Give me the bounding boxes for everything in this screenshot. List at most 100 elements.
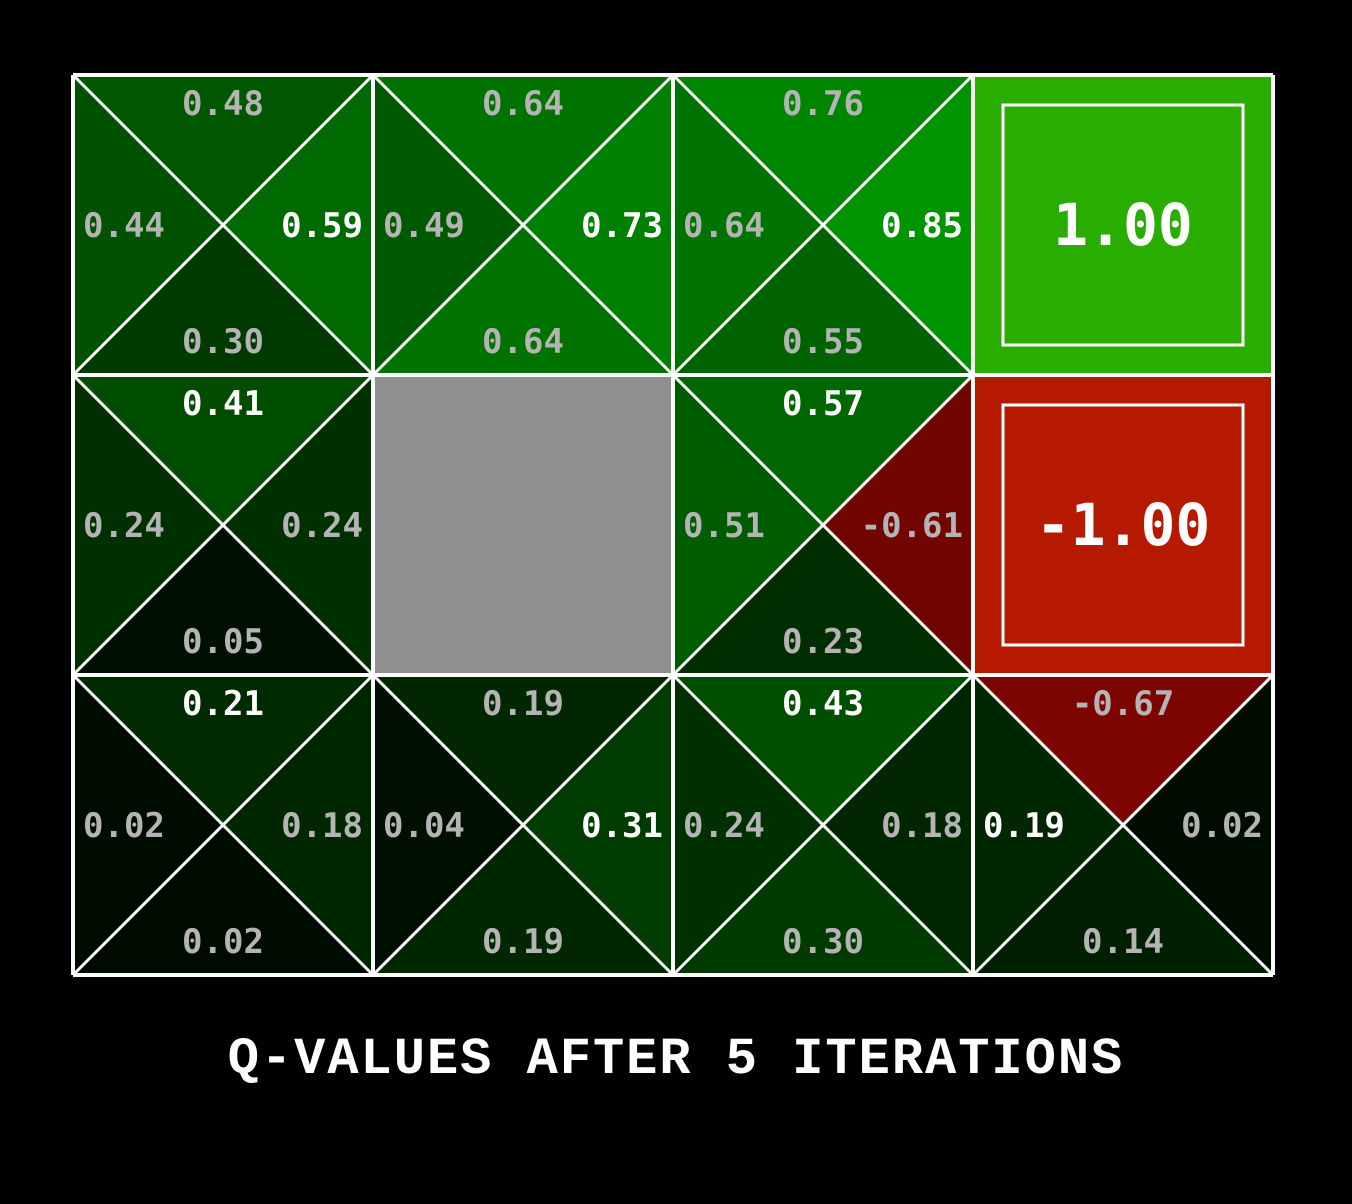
cell-r0c3: 1.00 bbox=[973, 75, 1273, 375]
wall-block bbox=[373, 375, 673, 675]
q-value-south: 0.02 bbox=[182, 922, 264, 962]
q-triangle-west bbox=[73, 375, 223, 675]
q-value-south: 0.14 bbox=[1082, 922, 1164, 962]
q-triangle-north bbox=[973, 675, 1273, 825]
q-triangle-south bbox=[673, 825, 973, 975]
q-triangle-south bbox=[373, 825, 673, 975]
q-value-south: 0.05 bbox=[182, 622, 264, 662]
q-triangle-south bbox=[673, 525, 973, 675]
q-value-west: 0.02 bbox=[83, 806, 165, 846]
q-triangle-east bbox=[1123, 675, 1273, 975]
q-value-north: 0.43 bbox=[782, 684, 864, 724]
q-triangle-south bbox=[73, 825, 373, 975]
q-triangle-east bbox=[523, 675, 673, 975]
diagonal-line bbox=[371, 73, 675, 377]
cell-r1c0: 0.41 0.05 0.24 0.24 bbox=[71, 373, 375, 677]
q-triangle-north bbox=[373, 675, 673, 825]
q-value-east: 0.73 bbox=[581, 206, 663, 246]
cell-r0c1: 0.64 0.64 0.49 0.73 bbox=[371, 73, 675, 377]
q-triangle-south bbox=[673, 225, 973, 375]
q-value-south: 0.23 bbox=[782, 622, 864, 662]
q-value-east: 0.18 bbox=[281, 806, 363, 846]
diagonal-line bbox=[371, 673, 675, 977]
cell-r2c0: 0.21 0.02 0.02 0.18 bbox=[71, 673, 375, 977]
terminal-value: 1.00 bbox=[1053, 191, 1193, 259]
q-value-west: 0.44 bbox=[83, 206, 165, 246]
q-triangle-west bbox=[73, 675, 223, 975]
q-triangle-north bbox=[73, 75, 373, 225]
q-value-east: 0.85 bbox=[881, 206, 963, 246]
diagonal-line bbox=[71, 373, 375, 677]
q-triangle-east bbox=[823, 375, 973, 675]
q-value-west: 0.04 bbox=[383, 806, 465, 846]
q-value-north: 0.21 bbox=[182, 684, 264, 724]
q-triangle-east bbox=[223, 75, 373, 375]
q-value-west: 0.64 bbox=[683, 206, 765, 246]
q-triangle-north bbox=[73, 675, 373, 825]
q-triangle-east bbox=[823, 75, 973, 375]
cell-r1c1 bbox=[373, 375, 673, 675]
diagonal-line bbox=[671, 373, 975, 677]
q-value-west: 0.49 bbox=[383, 206, 465, 246]
q-triangle-north bbox=[673, 675, 973, 825]
diagonal-line bbox=[71, 73, 375, 377]
q-value-south: 0.64 bbox=[482, 322, 564, 362]
q-value-south: 0.30 bbox=[782, 922, 864, 962]
q-value-west: 0.51 bbox=[683, 506, 765, 546]
diagonal-line bbox=[671, 73, 975, 377]
q-value-west: 0.24 bbox=[83, 506, 165, 546]
q-value-south: 0.55 bbox=[782, 322, 864, 362]
diagonal-line bbox=[71, 673, 375, 977]
q-value-north: 0.48 bbox=[182, 84, 264, 124]
pit-cell bbox=[973, 375, 1273, 675]
q-value-west: 0.24 bbox=[683, 806, 765, 846]
q-triangle-west bbox=[973, 675, 1123, 975]
q-triangle-north bbox=[673, 375, 973, 525]
q-triangle-east bbox=[223, 375, 373, 675]
q-triangle-west bbox=[673, 375, 823, 675]
q-triangle-west bbox=[673, 75, 823, 375]
cell-r1c3: -1.00 bbox=[973, 375, 1273, 675]
q-value-south: 0.30 bbox=[182, 322, 264, 362]
cell-r0c0: 0.48 0.30 0.44 0.59 bbox=[71, 73, 375, 377]
diagonal-line bbox=[971, 673, 1275, 977]
q-value-east: 0.18 bbox=[881, 806, 963, 846]
goal-cell bbox=[973, 75, 1273, 375]
diagonal-line bbox=[671, 673, 975, 977]
q-value-east: 0.59 bbox=[281, 206, 363, 246]
q-triangle-north bbox=[73, 375, 373, 525]
q-value-west: 0.19 bbox=[983, 806, 1065, 846]
terminal-inner-frame bbox=[1001, 403, 1245, 647]
q-value-north: 0.57 bbox=[782, 384, 864, 424]
q-value-north: 0.19 bbox=[482, 684, 564, 724]
cell-r0c2: 0.76 0.55 0.64 0.85 bbox=[671, 73, 975, 377]
q-triangle-west bbox=[73, 75, 223, 375]
q-triangle-west bbox=[373, 75, 523, 375]
q-triangle-west bbox=[373, 675, 523, 975]
q-triangle-east bbox=[823, 675, 973, 975]
terminal-value: -1.00 bbox=[1036, 491, 1211, 559]
iteration-caption: Q-VALUES AFTER 5 ITERATIONS bbox=[227, 1030, 1125, 1089]
q-triangle-west bbox=[673, 675, 823, 975]
q-triangle-south bbox=[973, 825, 1273, 975]
cell-r2c2: 0.43 0.30 0.24 0.18 bbox=[671, 673, 975, 977]
q-triangle-south bbox=[373, 225, 673, 375]
q-triangle-east bbox=[523, 75, 673, 375]
grid-cells: 0.48 0.30 0.44 0.59 0.64 0.64 0.49 0.73 0.76 0.55… bbox=[71, 73, 1275, 977]
q-triangle-north bbox=[673, 75, 973, 225]
q-value-east: 0.02 bbox=[1181, 806, 1263, 846]
q-value-north: 0.76 bbox=[782, 84, 864, 124]
grid-lines bbox=[71, 73, 1275, 977]
q-value-east: -0.61 bbox=[861, 506, 963, 546]
q-value-north: 0.41 bbox=[182, 384, 264, 424]
terminal-inner-frame bbox=[1001, 103, 1245, 347]
q-value-north: 0.64 bbox=[482, 84, 564, 124]
q-value-south: 0.19 bbox=[482, 922, 564, 962]
q-triangle-south bbox=[73, 225, 373, 375]
q-value-east: 0.24 bbox=[281, 506, 363, 546]
q-triangle-east bbox=[223, 675, 373, 975]
